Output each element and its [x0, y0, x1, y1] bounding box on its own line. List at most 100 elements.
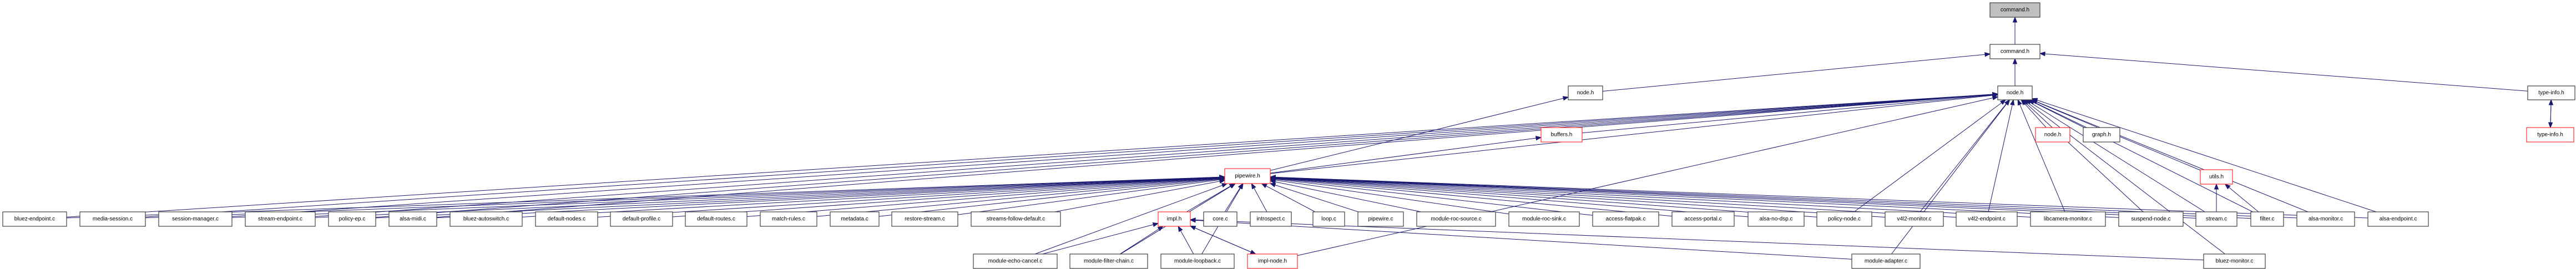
- graph-node-stream-endpoint[interactable]: stream-endpoint.c: [245, 211, 316, 227]
- graph-node-alsa-monitor[interactable]: alsa-monitor.c: [2296, 211, 2355, 227]
- graph-node-impl[interactable]: impl.h: [1158, 211, 1191, 227]
- graph-node-metadata[interactable]: metadata.c: [830, 211, 880, 227]
- arrowhead-icon: [1219, 179, 1226, 184]
- node-label: restore-stream.c: [905, 216, 945, 222]
- node-box: [1069, 253, 1148, 269]
- graph-node-loop[interactable]: loop.c: [1312, 211, 1345, 227]
- node-label: introspect.c: [1256, 216, 1285, 222]
- graph-node-bluez-monitor[interactable]: bluez-monitor.c: [2203, 253, 2266, 269]
- edge-v4l2_monitor-to-pipewire: [1275, 177, 1886, 218]
- edge-streams_follow_default-to-pipewire: [1054, 181, 1220, 212]
- node-box: [2367, 211, 2429, 227]
- edge-module_adapter-to-node: [1891, 103, 2007, 255]
- graph-node-restore-stream[interactable]: restore-stream.c: [891, 211, 958, 227]
- graph-node-pipewire-c[interactable]: pipewire.c: [1357, 211, 1404, 227]
- edge-suspend_node-to-pipewire: [1275, 177, 2119, 218]
- graph-node-v4l2-endpoint[interactable]: v4l2-endpoint.c: [1956, 211, 2018, 227]
- graph-node-roc-source[interactable]: module-roc-source.c: [1416, 211, 1496, 227]
- node-label: media-session.c: [93, 216, 133, 222]
- graph-node-buffers[interactable]: buffers.h: [1540, 127, 1583, 143]
- graph-node-impl-node[interactable]: impl-node.h: [1247, 253, 1298, 269]
- graph-node-module-adapter[interactable]: module-adapter.c: [1851, 253, 1921, 269]
- node-box: [388, 211, 437, 227]
- edge-impl-to-pipewire: [1186, 186, 1231, 212]
- graph-node-v4l2-monitor[interactable]: v4l2-monitor.c: [1885, 211, 1944, 227]
- node-box: [449, 211, 523, 227]
- graph-node-match-rules[interactable]: match-rules.c: [760, 211, 817, 227]
- edge-pipewire-to-node: [1270, 95, 1993, 174]
- node-box: [2527, 85, 2575, 100]
- graph-node-node-red[interactable]: node.h: [2035, 127, 2070, 143]
- node-label: stream-endpoint.c: [258, 216, 302, 222]
- edge-core-to-pipewire: [1224, 187, 1241, 212]
- graph-node-alsa-midi[interactable]: alsa-midi.c: [388, 211, 437, 227]
- node-label: default-routes.c: [697, 216, 735, 222]
- graph-node-libcamera-monitor[interactable]: libcamera-monitor.c: [2030, 211, 2106, 227]
- node-box: [1250, 211, 1292, 227]
- node-label: access-portal.c: [1684, 216, 1721, 222]
- graph-node-default-profile[interactable]: default-profile.c: [610, 211, 673, 227]
- edge-bluez_endpoint-to-node: [66, 94, 1993, 217]
- graph-node-bluez-autoswitch[interactable]: bluez-autoswitch.c: [449, 211, 523, 227]
- node-box: [1158, 211, 1191, 227]
- graph-node-node[interactable]: node.h: [1997, 85, 2033, 100]
- node-box: [2030, 211, 2106, 227]
- graph-node-media-session[interactable]: media-session.c: [79, 211, 146, 227]
- arrowhead-icon: [2548, 122, 2553, 129]
- edge-node_left-to-cmd: [1602, 54, 1986, 92]
- graph-node-core[interactable]: core.c: [1203, 211, 1238, 227]
- edge-alsa_no_dsp-to-pipewire: [1275, 178, 1749, 217]
- graph-node-default-routes[interactable]: default-routes.c: [685, 211, 747, 227]
- edge-typeinfo-to-cmd: [2044, 53, 2528, 92]
- graph-node-node-left[interactable]: node.h: [1568, 85, 1603, 100]
- graph-node-cmd[interactable]: command.h: [1989, 44, 2040, 59]
- arrowhead-icon: [1221, 183, 1228, 188]
- graph-node-default-nodes[interactable]: default-nodes.c: [535, 211, 598, 227]
- node-box: [2118, 211, 2184, 227]
- edge-media_session-to-pipewire: [145, 176, 1220, 219]
- arrowhead-icon: [1189, 217, 1196, 222]
- graph-node-alsa-endpoint[interactable]: alsa-endpoint.c: [2367, 211, 2429, 227]
- node-label: policy-ep.c: [339, 216, 366, 222]
- node-label: suspend-node.c: [2131, 216, 2170, 222]
- graph-node-graph[interactable]: graph.h: [2083, 127, 2120, 143]
- graph-node-access-portal[interactable]: access-portal.c: [1671, 211, 1735, 227]
- graph-node-echo-cancel[interactable]: module-echo-cancel.c: [973, 253, 1058, 269]
- graph-node-filter[interactable]: filter.c: [2250, 211, 2284, 227]
- graph-node-bluez-endpoint[interactable]: bluez-endpoint.c: [2, 211, 67, 227]
- edge-v4l2_endpoint-to-node: [1988, 104, 2013, 212]
- graph-node-session-manager[interactable]: session-manager.c: [158, 211, 233, 227]
- graph-node-alsa-no-dsp[interactable]: alsa-no-dsp.c: [1747, 211, 1805, 227]
- graph-node-roc-sink[interactable]: module-roc-sink.c: [1508, 211, 1580, 227]
- edge-access_flatpak-to-pipewire: [1275, 179, 1593, 216]
- graph-node-suspend-node[interactable]: suspend-node.c: [2118, 211, 2184, 227]
- arrowhead-icon: [2009, 99, 2015, 106]
- node-box: [1592, 211, 1659, 227]
- graph-node-pipewire[interactable]: pipewire.h: [1224, 168, 1271, 184]
- node-label: policy-node.c: [1828, 216, 1861, 222]
- edge-stream_endpoint-to-node: [315, 94, 1993, 217]
- graph-node-policy-node[interactable]: policy-node.c: [1816, 211, 1872, 227]
- arrowhead-icon: [1992, 92, 1999, 97]
- graph-node-cmd-top[interactable]: command.h: [1989, 2, 2040, 18]
- graph-node-loopback[interactable]: module-loopback.c: [1160, 253, 1235, 269]
- graph-node-stream[interactable]: stream.c: [2195, 211, 2237, 227]
- arrowhead-icon: [1269, 182, 1276, 187]
- graph-node-introspect[interactable]: introspect.c: [1250, 211, 1292, 227]
- graph-node-filter-chain[interactable]: module-filter-chain.c: [1069, 253, 1148, 269]
- graph-node-streams-follow-default[interactable]: streams-follow-default.c: [971, 211, 1061, 227]
- graph-node-typeinfo[interactable]: type-info.h: [2527, 85, 2575, 100]
- graph-node-typeinfo-red[interactable]: type-info.h: [2526, 127, 2574, 143]
- graph-node-utils[interactable]: utils.h: [2200, 169, 2233, 185]
- node-label: alsa-midi.c: [400, 216, 426, 222]
- node-box: [158, 211, 233, 227]
- node-box: [1747, 211, 1805, 227]
- arrowhead-icon: [2214, 183, 2219, 190]
- graph-node-policy-ep[interactable]: policy-ep.c: [328, 211, 376, 227]
- graph-node-access-flatpak[interactable]: access-flatpak.c: [1592, 211, 1659, 227]
- node-box: [1540, 127, 1583, 143]
- edge-session_manager-to-node: [231, 94, 1993, 217]
- node-label: filter.c: [2260, 216, 2274, 222]
- node-label: alsa-monitor.c: [2309, 216, 2343, 222]
